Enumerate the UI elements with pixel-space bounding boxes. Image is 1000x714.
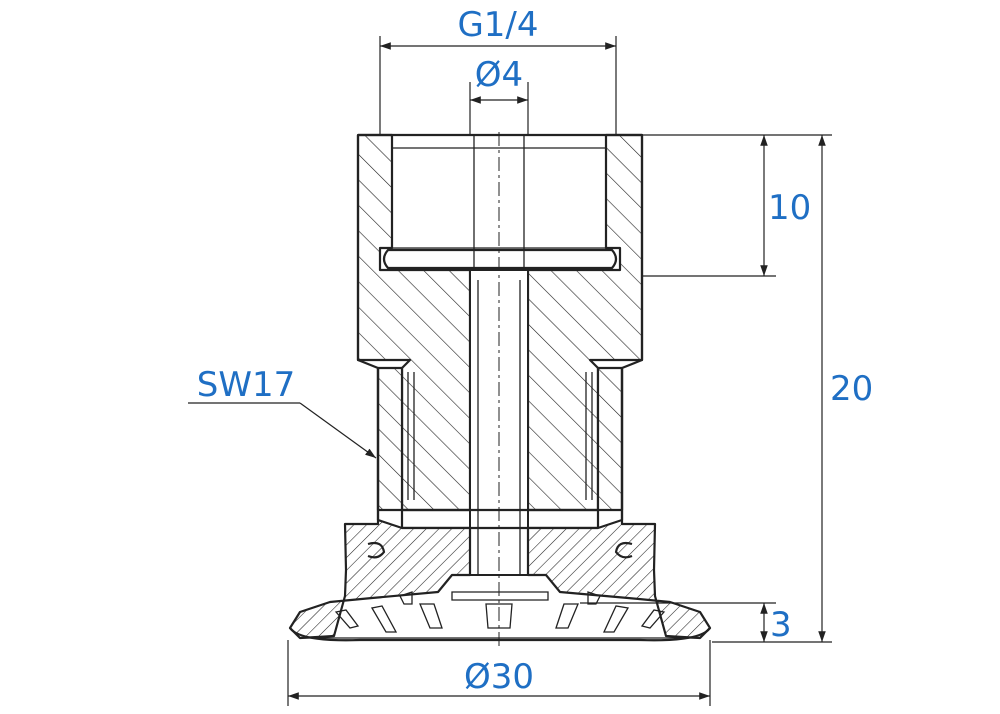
suction-cup xyxy=(288,518,712,642)
total-height-label: 20 xyxy=(830,369,873,409)
dim-cup-diameter: Ø30 xyxy=(287,640,711,706)
thread-label: G1/4 xyxy=(457,5,538,45)
cup-ribs xyxy=(334,591,666,633)
dim-thread-depth: 10 xyxy=(642,134,811,277)
cup-height-label: 3 xyxy=(770,605,792,645)
wrench-label: SW17 xyxy=(197,365,295,405)
dim-bore: Ø4 xyxy=(469,55,529,135)
wrench-callout: SW17 xyxy=(188,365,377,459)
dim-cup-height: 3 xyxy=(580,602,792,645)
cup-diameter-label: Ø30 xyxy=(464,657,534,697)
dim-thread: G1/4 xyxy=(379,5,617,135)
thread-depth-label: 10 xyxy=(768,188,811,228)
dim-total-height: 20 xyxy=(712,134,873,643)
bore-label: Ø4 xyxy=(475,55,523,95)
